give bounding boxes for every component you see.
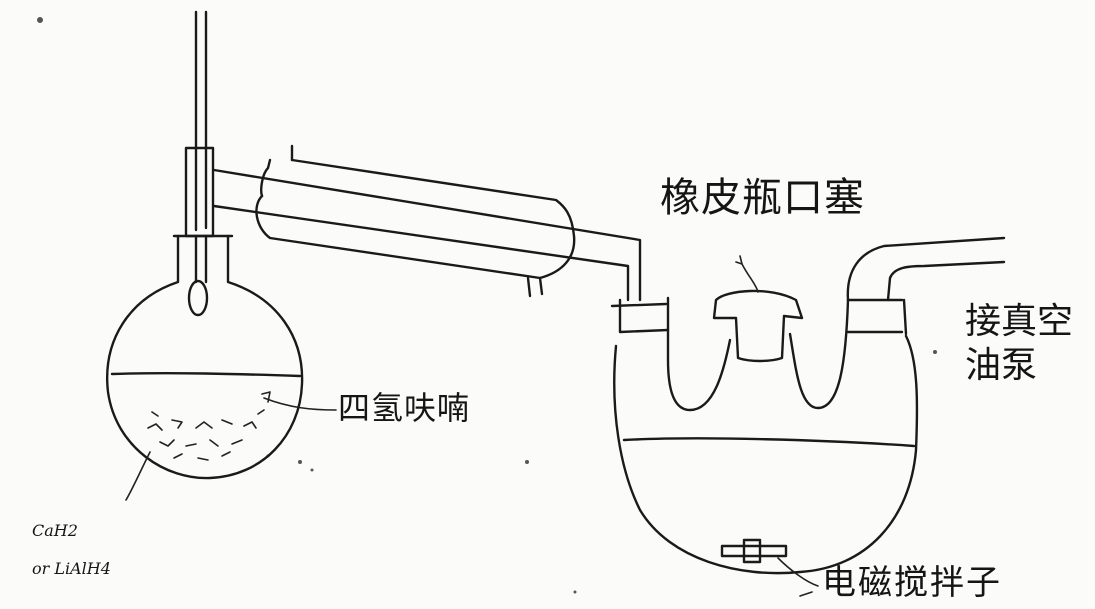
label-vacuum-pump: 接真空油泵 — [965, 301, 1074, 386]
drying-agent-granules — [147, 409, 265, 461]
receiving-flask — [610, 236, 1006, 575]
label-tetrahydrofuran: 四氢呋喃 — [338, 389, 471, 427]
label-reagent-line2: or LiAlH4 — [32, 559, 111, 578]
paper-specks — [37, 17, 937, 594]
inlet-tube — [184, 10, 215, 317]
rubber-stopper — [712, 289, 804, 363]
condenser — [212, 144, 642, 302]
magnetic-stir-bar — [720, 538, 788, 564]
label-stir-bar: 电磁搅拌子 — [822, 563, 1002, 603]
label-rubber-stopper: 橡皮瓶口塞 — [660, 175, 865, 221]
label-drying-reagent: CaH2 or LiAlH4 — [32, 512, 111, 588]
distillation-flask — [106, 234, 304, 480]
label-reagent-line1: CaH2 — [32, 521, 78, 540]
leader-lines — [125, 255, 819, 597]
